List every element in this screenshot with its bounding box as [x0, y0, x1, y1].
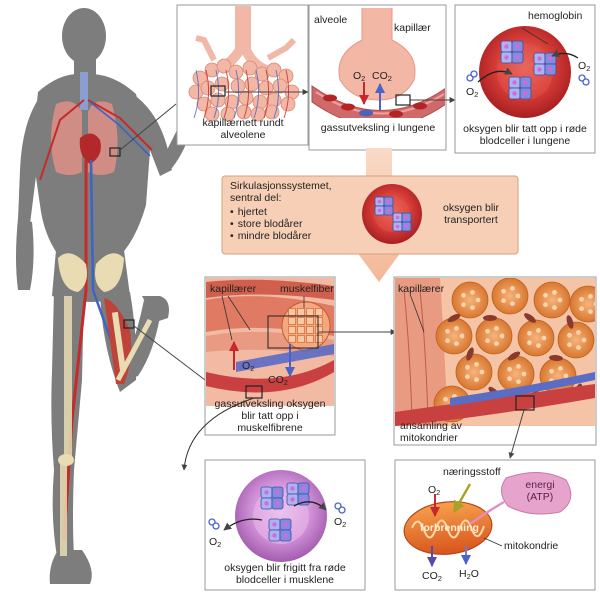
mitochondrion-illustration — [403, 501, 493, 555]
circulation-item-small-vessels: mindre blodårer — [230, 230, 312, 242]
combustion-label: forbrenning — [420, 522, 479, 534]
o2-label-muscle: O2 — [242, 360, 255, 373]
energy-label: energi (ATP) — [525, 479, 555, 503]
mitochondria-cluster-illustration — [395, 278, 595, 426]
arrow-o2-in-left — [477, 67, 513, 83]
arrow-nutrient-into-mito — [452, 483, 472, 514]
arrow-o2-in-right — [551, 49, 579, 59]
muscle-fiber-label: muskelfiber — [280, 283, 334, 295]
mitochondria-zoom-marker — [515, 395, 535, 411]
arrow-o2-out-left — [223, 518, 263, 531]
capillaries-pointer-right — [409, 293, 425, 333]
capillaries-pointer-2 — [227, 295, 251, 331]
co2-label-muscle: CO2 — [268, 374, 288, 387]
muscle-exchange-caption: gassutveksling oksygen blir tatt opp i m… — [214, 398, 326, 434]
o2-label-uptake-left: O2 — [466, 86, 479, 99]
o2-label-release-left: O2 — [209, 536, 222, 549]
circulation-list: hjertet store blodårer mindre blodårer — [230, 206, 312, 242]
lung-zoom-marker — [109, 147, 121, 157]
mitochondrion-pointer — [483, 537, 503, 547]
nutrient-label: næringsstoff — [443, 466, 501, 478]
muscle-fiber-illustration — [206, 278, 334, 406]
o2-molecule-right — [578, 74, 590, 86]
o2-molecule-release-left — [208, 518, 220, 530]
human-silhouette — [16, 8, 192, 584]
muscle-zoom-marker — [123, 319, 135, 329]
mitochondrion-label: mitokondrie — [504, 540, 559, 552]
oxygen-uptake-caption: oksygen blir tatt opp i røde blodceller … — [463, 123, 587, 147]
cluster-capillaries-label: kapillærer — [398, 283, 445, 295]
circulation-item-large-vessels: store blodårer — [230, 218, 311, 230]
arrow-to-mitochondrion — [508, 409, 525, 459]
lung-capillary-caption: kapillærnett rundt alveolene — [202, 117, 284, 141]
muscle-capillaries-label: kapillærer — [210, 283, 257, 295]
hemoglobin-label: hemoglobin — [528, 10, 583, 22]
o2-label-release-right: O2 — [334, 516, 347, 529]
alveole-capillary-illustration — [311, 8, 445, 118]
energy-blob — [501, 472, 572, 515]
red-blood-cell-muscle — [235, 470, 327, 562]
connector-muscle — [133, 325, 206, 381]
mitochondria-cluster-caption: ansamling av mitokondrier — [400, 420, 462, 444]
red-blood-cell-lung — [479, 26, 571, 118]
hemoglobin-cluster-muscle — [260, 482, 310, 542]
alveoli-cluster — [188, 58, 300, 122]
capillary-label: kapillær — [394, 22, 431, 34]
arrow-o2-out-right — [293, 501, 327, 511]
co2-label-lung: CO2 — [372, 70, 392, 83]
circulation-title: Sirkulasjonssystemet, sentral del: — [230, 180, 332, 204]
h2o-label-mito: H2O — [459, 568, 479, 581]
capillaries-pointer-1 — [221, 295, 233, 341]
o2-label-mito: O2 — [428, 484, 441, 497]
hemoglobin-cluster-transport — [374, 196, 412, 232]
co2-label-mito: CO2 — [422, 570, 442, 583]
transport-label: oksygen blir transportert — [442, 202, 500, 226]
gas-exchange-lung-caption: gassutveksling i lungene — [320, 122, 436, 134]
connector-lung — [119, 103, 177, 151]
arrow-energy-out — [469, 500, 505, 525]
hemoglobin-cluster-lung — [500, 40, 557, 100]
o2-molecule-release-right — [334, 502, 346, 514]
oxygen-release-caption: oksygen blir frigitt fra røde blodceller… — [224, 562, 346, 586]
circulation-item-heart: hjertet — [230, 206, 311, 218]
o2-label-lung: O2 — [353, 70, 366, 83]
arrow-to-oxygen-release — [181, 397, 255, 471]
hemoglobin-pointer — [521, 27, 549, 45]
alveoli-zoom-marker — [210, 85, 226, 97]
o2-label-uptake-right: O2 — [578, 60, 591, 73]
o2-molecule-left — [466, 70, 478, 82]
alveole-label: alveole — [314, 14, 348, 26]
